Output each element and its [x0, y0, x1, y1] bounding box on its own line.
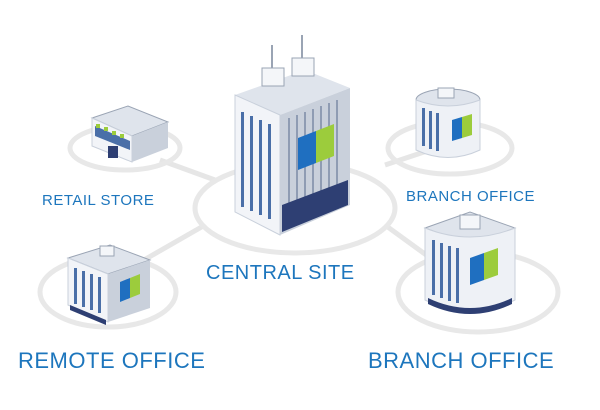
- remote-office-building: [66, 244, 152, 325]
- central-building: [234, 35, 350, 236]
- central-logo: [298, 131, 316, 170]
- label-retail-store: RETAIL STORE: [42, 192, 155, 209]
- label-branch-office-top: BRANCH OFFICE: [406, 188, 536, 205]
- branch-office-bottom-building: [423, 211, 517, 314]
- retail-store-building: [90, 105, 170, 163]
- label-branch-office-bottom: BRANCH OFFICE: [368, 348, 555, 373]
- branch-office-top-building: [415, 87, 481, 158]
- label-central-site: CENTRAL SITE: [206, 262, 355, 284]
- label-remote-office: REMOTE OFFICE: [18, 348, 206, 373]
